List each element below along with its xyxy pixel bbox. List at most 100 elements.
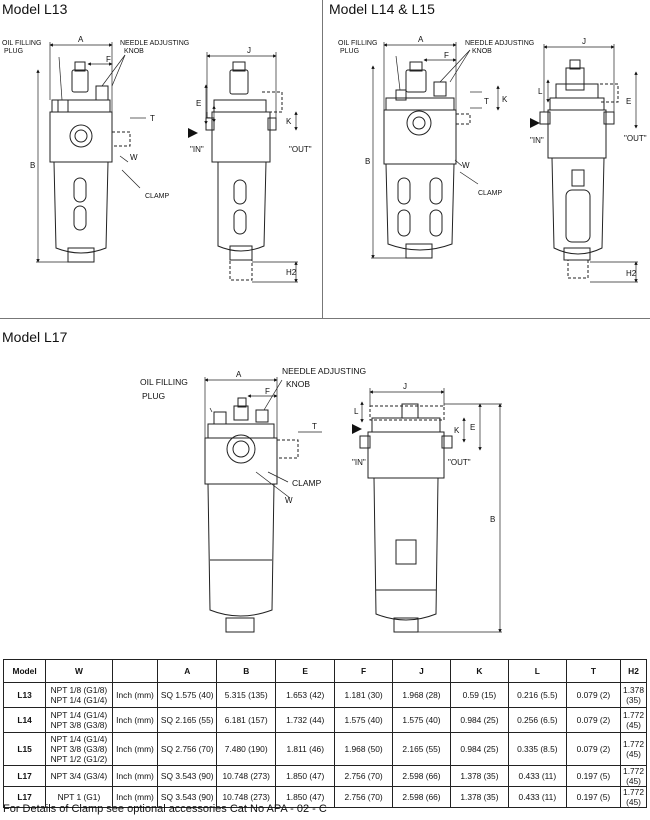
table-header-row: Model W A B E F J K L T H2 [2,659,647,683]
cell-e: 1.653 (42) [275,682,336,708]
l13-needle-knob-label-2: KNOB [124,48,144,55]
cell-j: 2.598 (66) [392,765,451,787]
table-row: L17 NPT 3/4 (G3/4) Inch (mm) SQ 3.543 (9… [2,765,647,787]
dimension-letters: A F B T W J E L K H2 A F B T K W J L E H… [30,35,637,524]
cell-t: 0.079 (2) [565,707,622,733]
cell-h2: 1.378 (35) [620,682,647,708]
l17-front-dimensions [204,377,322,499]
panel-title-l17: Model L17 [2,329,68,345]
cell-k: 0.984 (25) [449,707,509,733]
cell-k: 1.378 (35) [449,786,509,808]
l13-oil-plug-label-1: OIL FILLING [2,40,41,47]
col-header-model: Model [2,659,47,683]
l17-dim-k: K [454,426,460,435]
l13-in-arrow-icon [188,128,198,138]
l14-needle-knob-label-1: NEEDLE ADJUSTING [465,40,534,47]
col-header-k: K [449,659,509,683]
cell-k: 0.59 (15) [449,682,509,708]
cell-t: 0.079 (2) [565,682,622,708]
cell-e: 1.850 (47) [275,765,336,787]
cell-l: 0.433 (11) [507,765,567,787]
cell-w: NPT 1 (G1) [45,786,113,808]
cell-e: 1.732 (44) [275,707,336,733]
cell-b: 5.315 (135) [216,682,277,708]
l14-side-view [539,59,619,279]
l17-side-view [359,403,453,633]
cell-w-line: NPT 1/4 (G1/4) [50,710,108,720]
cell-f: 2.756 (70) [334,786,394,808]
l13-dim-f: F [106,55,111,64]
l14-dim-f: F [444,51,449,60]
l17-dim-b: B [490,515,495,524]
l13-oil-plug-label-2: PLUG [4,48,23,55]
l17-dim-f: F [265,387,270,396]
cell-j: 2.598 (66) [392,786,451,808]
l13-dim-w: W [130,153,138,162]
cell-j: 1.575 (40) [392,707,451,733]
l17-clamp-label: CLAMP [292,478,322,488]
horizontal-divider [0,318,650,319]
col-header-h2: H2 [620,659,647,683]
cell-a: SQ 2.756 (70) [157,732,218,766]
table-row: L14 NPT 1/4 (G1/4) NPT 3/8 (G3/8) Inch (… [2,707,647,733]
l14-dim-w: W [462,161,470,170]
l17-in-label: "IN" [352,458,366,467]
cell-f: 1.575 (40) [334,707,394,733]
cell-k: 0.984 (25) [449,732,509,766]
col-header-e: E [275,659,336,683]
cell-h2: 1.772 (45) [620,765,647,787]
col-header-l: L [507,659,567,683]
l14-oil-plug-label-2: PLUG [340,48,359,55]
l14-dim-e: E [626,97,631,106]
l17-dim-e: E [470,423,475,432]
l13-side-dimensions [204,52,298,283]
l13-dim-h2: H2 [286,268,297,277]
cell-f: 1.968 (50) [334,732,394,766]
cell-model: L14 [2,707,47,733]
cell-h2: 1.772 (45) [620,707,647,733]
cell-w: NPT 1/4 (G1/4) NPT 3/8 (G3/8) NPT 1/2 (G… [45,732,113,766]
cell-w-line: NPT 1/2 (G1/2) [50,754,108,764]
l14-dim-j: J [582,37,586,46]
cell-t: 0.197 (5) [565,765,622,787]
l13-needle-knob-label-1: NEEDLE ADJUSTING [120,40,189,47]
l13-dim-j: J [247,46,251,55]
col-header-unit [111,659,159,683]
drawing-labels: OIL FILLING PLUG NEEDLE ADJUSTING KNOB C… [2,40,647,488]
l17-dim-l: L [354,407,359,416]
l17-oil-plug-label-2: PLUG [142,391,165,401]
cell-model: L17 [2,765,47,787]
col-header-t: T [565,659,622,683]
l13-dim-a: A [78,35,84,44]
cell-unit: Inch (mm) [111,707,159,733]
col-header-j: J [392,659,451,683]
l13-dim-t: T [150,114,155,123]
l17-out-label: "OUT" [448,458,471,467]
cell-w-line: NPT 1/4 (G1/4) [50,695,108,705]
table-row: L17 NPT 1 (G1) Inch (mm) SQ 3.543 (90) 1… [2,786,647,808]
cell-k: 1.378 (35) [449,765,509,787]
l14-dim-l: L [538,87,543,96]
l14-dim-h2: H2 [626,269,637,278]
col-header-w: W [45,659,113,683]
cell-a: SQ 3.543 (90) [157,765,218,787]
table-row: L13 NPT 1/8 (G1/8) NPT 1/4 (G1/4) Inch (… [2,682,647,708]
l13-in-label: "IN" [190,145,204,154]
cell-b: 7.480 (190) [216,732,277,766]
l13-front-view [49,61,131,263]
cell-l: 0.256 (6.5) [507,707,567,733]
cell-a: SQ 2.165 (55) [157,707,218,733]
panel-title-l14-l15: Model L14 & L15 [329,1,435,17]
cell-l: 0.216 (5.5) [507,682,567,708]
vertical-divider [322,0,323,318]
cell-w-line: NPT 1/4 (G1/4) [50,734,108,744]
l17-dim-t: T [312,422,317,431]
l13-side-view [205,61,283,281]
l13-dim-e: E [196,99,201,108]
cell-h2: 1.772 (45) [620,732,647,766]
l13-dim-b: B [30,161,35,170]
cell-f: 1.181 (30) [334,682,394,708]
col-header-a: A [157,659,218,683]
cell-w-line: NPT 1 (G1) [57,792,101,802]
l13-clamp-label: CLAMP [145,193,169,200]
